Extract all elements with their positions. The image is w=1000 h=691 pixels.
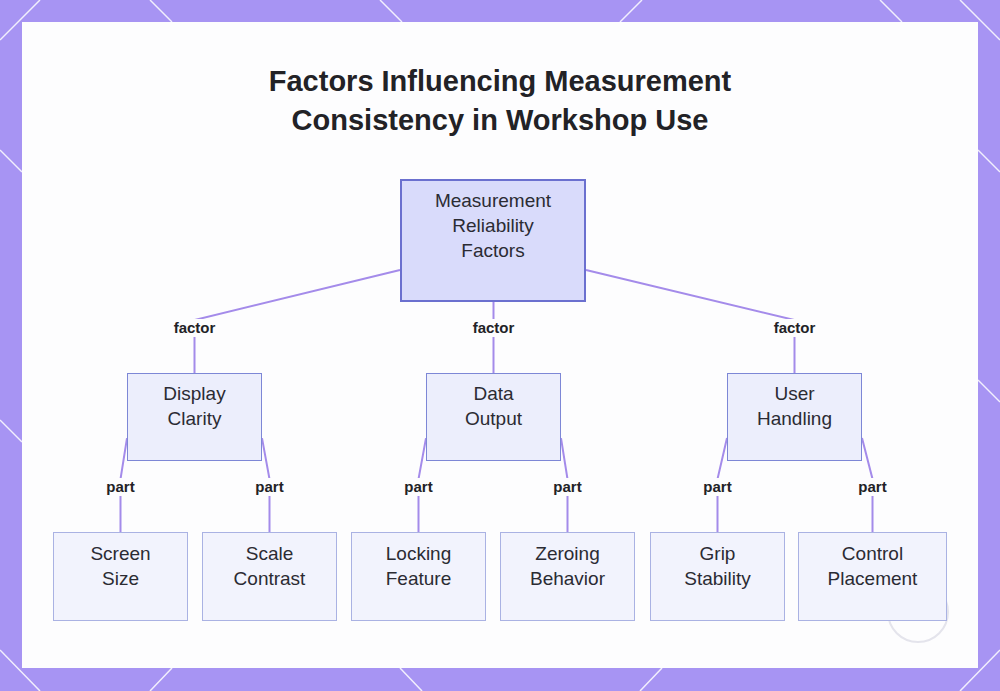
part-box: Locking Feature (351, 532, 486, 621)
edge-label: part (104, 478, 136, 496)
part-box: Zeroing Behavior (500, 532, 635, 621)
part-box: Scale Contrast (202, 532, 337, 621)
node-label: Grip Stability (684, 541, 751, 591)
factor-box: User Handling (727, 373, 862, 461)
connector-line (493, 302, 495, 373)
connector-line (586, 270, 795, 373)
part-box: Grip Stability (650, 532, 785, 621)
diagram-title: Factors Influencing Measurement Consiste… (230, 62, 770, 140)
node-label: Measurement Reliability Factors (435, 188, 551, 263)
edge-label: part (402, 478, 434, 496)
node-label: Screen Size (90, 541, 150, 591)
edge-label: factor (471, 319, 517, 337)
edge-label: part (856, 478, 888, 496)
part-box: Screen Size (53, 532, 188, 621)
part-box: Control Placement (798, 532, 947, 621)
edge-label: factor (772, 319, 818, 337)
node-label: Data Output (465, 381, 522, 431)
edge-label: part (701, 478, 733, 496)
node-label: Locking Feature (386, 541, 452, 591)
edge-label: part (551, 478, 583, 496)
node-label: Control Placement (828, 541, 918, 591)
root-box: Measurement Reliability Factors (400, 179, 586, 302)
connector-line (195, 270, 401, 373)
node-label: Zeroing Behavior (530, 541, 605, 591)
node-label: User Handling (757, 381, 832, 431)
edge-label: factor (172, 319, 218, 337)
node-label: Scale Contrast (234, 541, 306, 591)
node-label: Display Clarity (163, 381, 225, 431)
factor-box: Data Output (426, 373, 561, 461)
factor-box: Display Clarity (127, 373, 262, 461)
edge-label: part (253, 478, 285, 496)
